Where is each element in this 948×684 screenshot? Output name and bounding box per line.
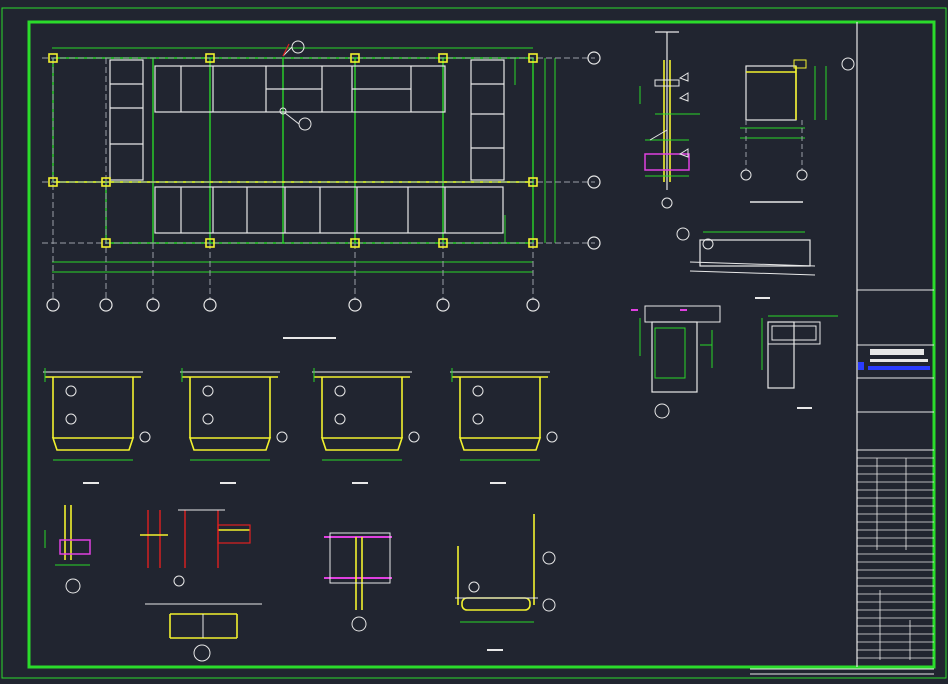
section-callout (472, 385, 484, 397)
axis-bubble-row (587, 51, 601, 65)
section-callout (546, 431, 558, 443)
joint-detail-left (631, 305, 721, 419)
column-marker (528, 53, 538, 63)
cut-mark (282, 43, 290, 57)
section-base (188, 437, 272, 451)
section-callouts (279, 40, 312, 131)
column-marker (350, 53, 360, 63)
column-marker (528, 177, 538, 187)
structural-plan (42, 40, 601, 339)
section-base (51, 437, 135, 451)
column-section-detail (639, 31, 700, 209)
axis-extensions (42, 57, 595, 300)
section-callout (65, 413, 77, 425)
section-base (320, 437, 404, 451)
axis-bubble-column (99, 298, 113, 312)
column-marker (438, 238, 448, 248)
column-marker (101, 238, 111, 248)
gutter-sections (43, 368, 558, 484)
section-callout (276, 431, 288, 443)
column-marker (528, 238, 538, 248)
room-outlines (109, 59, 505, 234)
bottom-detail-4 (324, 532, 392, 632)
gutter-section (180, 368, 288, 484)
column-marker (205, 53, 215, 63)
column-marker (438, 53, 448, 63)
joint-detail-right (761, 315, 838, 409)
column-markers (48, 53, 538, 248)
bottom-detail-1 (44, 505, 91, 594)
section-callout (202, 413, 214, 425)
section-callout (202, 385, 214, 397)
section-callout (139, 431, 151, 443)
column-marker (48, 53, 58, 63)
section-base (458, 437, 542, 451)
axis-bubbles (46, 51, 601, 312)
axis-bubble-row (587, 236, 601, 250)
section-callout (408, 431, 420, 443)
gutter-section (312, 368, 420, 484)
column-marker (48, 177, 58, 187)
axis-bubble-column (46, 298, 60, 312)
column-marker (350, 238, 360, 248)
section-callout (472, 413, 484, 425)
axis-bubble-row (587, 175, 601, 189)
gutter-section (450, 368, 558, 484)
bottom-detail-3 (145, 603, 262, 662)
title-block (750, 22, 934, 675)
bottom-detail-5 (455, 514, 556, 651)
axis-bubble-column (348, 298, 362, 312)
axis-bubble-column (436, 298, 450, 312)
section-callout (65, 385, 77, 397)
section-callout (334, 413, 346, 425)
axis-bubble-column (146, 298, 160, 312)
column-cap-detail (740, 57, 855, 203)
column-marker (205, 238, 215, 248)
company-logo-icon (868, 366, 930, 370)
section-callout (334, 385, 346, 397)
beam-elevation-detail (676, 227, 816, 299)
bottom-detail-2 (140, 509, 251, 587)
gutter-section (43, 368, 151, 484)
axis-bubble-column (526, 298, 540, 312)
axis-bubble-column (203, 298, 217, 312)
column-marker (101, 177, 111, 187)
